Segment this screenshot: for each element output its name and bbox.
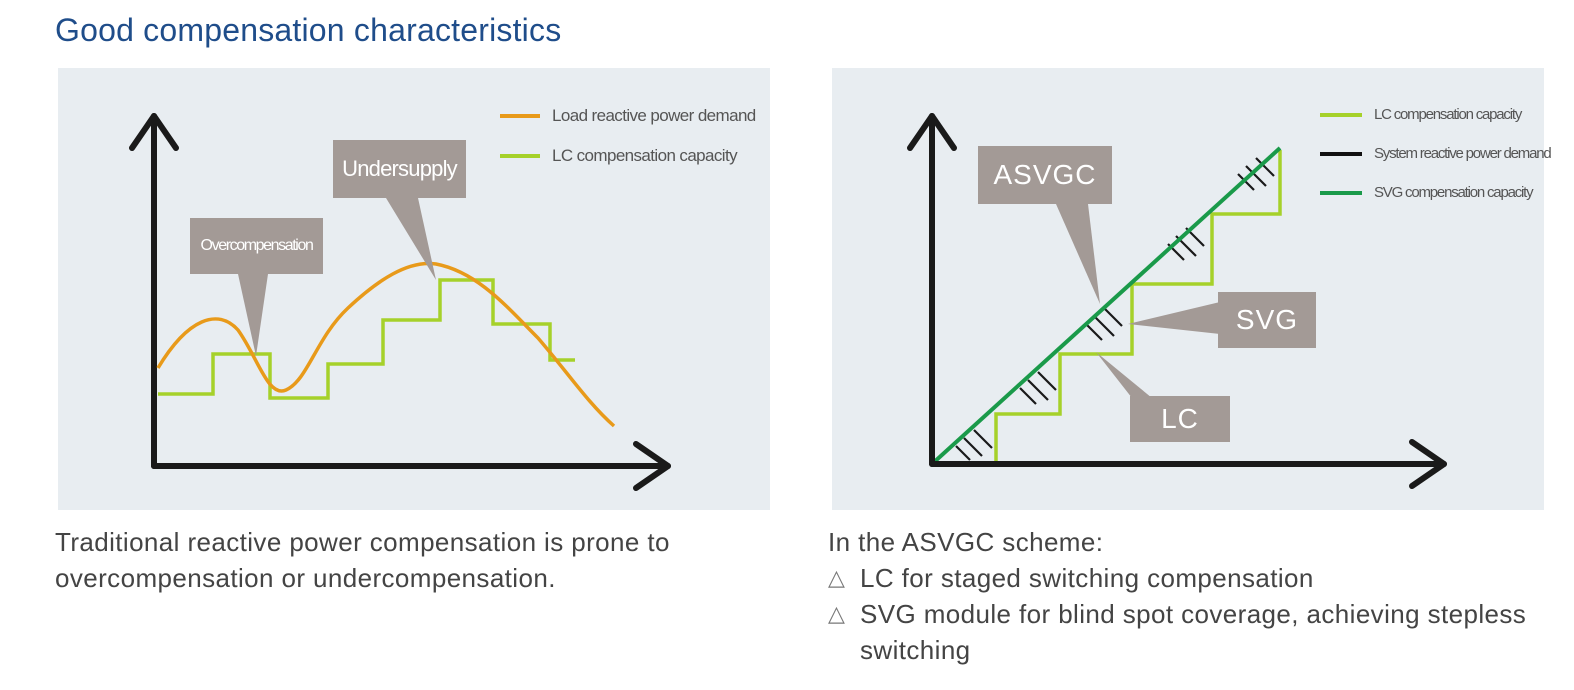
- overcompensation-box: [190, 218, 323, 274]
- legend-label: LC compensation capacity: [1374, 106, 1522, 123]
- traditional-compensation-diagram: Undersupply Overcompensation Load reacti…: [58, 68, 770, 510]
- overcompensation-pointer: [238, 274, 268, 356]
- bullet-text: LC for staged switching compensation: [860, 563, 1314, 593]
- overcompensation-label: Overcompensation: [200, 237, 314, 254]
- asvgc-label: ASVGC: [993, 159, 1097, 190]
- undersupply-label: Undersupply: [342, 156, 458, 181]
- undersupply-pointer: [386, 198, 436, 280]
- legend-label: LC compensation capacity: [552, 146, 738, 165]
- x-axis-arrowhead: [1409, 439, 1447, 489]
- asvgc-caption-intro: In the ASVGC scheme:: [828, 527, 1104, 557]
- y-axis-arrowhead: [907, 113, 957, 151]
- legend-swatch-lc-capacity: [500, 154, 540, 158]
- legend-label: SVG compensation capacity: [1374, 184, 1534, 201]
- load-demand-curve: [156, 261, 616, 428]
- svg-box: [1218, 292, 1316, 348]
- triangle-bullet-icon: △: [828, 565, 846, 590]
- asvgc-caption: In the ASVGC scheme: △ LC for staged swi…: [828, 524, 1548, 668]
- lc-label: LC: [1161, 403, 1199, 434]
- svg-callout: [1128, 292, 1316, 348]
- asvgc-scheme-diagram: ASVGC SVG LC LC compensation capacity Sy…: [832, 68, 1552, 510]
- legend-swatch-load-demand: [500, 114, 540, 118]
- undersupply-box: [333, 140, 466, 198]
- legend-item-load-demand: Load reactive power demand: [500, 106, 756, 126]
- lc-callout: [1096, 352, 1230, 442]
- svg-label: SVG: [1235, 304, 1299, 335]
- legend-swatch-system-demand: [1320, 151, 1362, 156]
- triangle-bullet-icon: △: [828, 601, 846, 626]
- legend-label: Load reactive power demand: [552, 106, 756, 125]
- bullet-text: SVG module for blind spot coverage, achi…: [860, 599, 1527, 665]
- bullet-item-svg: △ SVG module for blind spot coverage, ac…: [828, 596, 1548, 668]
- legend-item-lc-capacity: LC compensation capacity: [1320, 106, 1522, 123]
- y-axis-arrowhead: [129, 113, 179, 151]
- asvgc-scheme-graphic: [907, 113, 1447, 489]
- legend-label: System reactive power demand: [1374, 145, 1552, 162]
- lc-capacity-steps: [932, 150, 1282, 466]
- legend-item-lc-capacity: LC compensation capacity: [500, 146, 738, 166]
- axes: [129, 113, 671, 491]
- traditional-compensation-graphic: [129, 113, 671, 491]
- bullet-item-lc: △ LC for staged switching compensation: [828, 560, 1548, 596]
- asvgc-box: [978, 146, 1112, 204]
- legend-swatch-lc-capacity: [1320, 112, 1362, 117]
- svg-blind-spot-hatching: [955, 157, 1275, 461]
- lc-capacity-line: [158, 278, 575, 400]
- lc-pointer: [1096, 352, 1152, 398]
- overcompensation-callout: [190, 218, 323, 356]
- axes: [907, 113, 1447, 489]
- asvgc-pointer: [1056, 204, 1100, 304]
- undersupply-callout: [333, 140, 466, 280]
- page-title: Good compensation characteristics: [55, 12, 562, 48]
- legend-item-svg-capacity: SVG compensation capacity: [1320, 184, 1534, 201]
- asvgc-callout: [978, 146, 1112, 304]
- lc-box: [1130, 396, 1230, 442]
- legend-item-system-demand: System reactive power demand: [1320, 145, 1552, 162]
- traditional-caption: Traditional reactive power compensation …: [55, 527, 670, 593]
- svg-compensation-line: [930, 146, 1282, 466]
- legend-swatch-svg-capacity: [1320, 190, 1362, 195]
- svg-pointer: [1128, 302, 1220, 334]
- x-axis-arrowhead: [633, 441, 671, 491]
